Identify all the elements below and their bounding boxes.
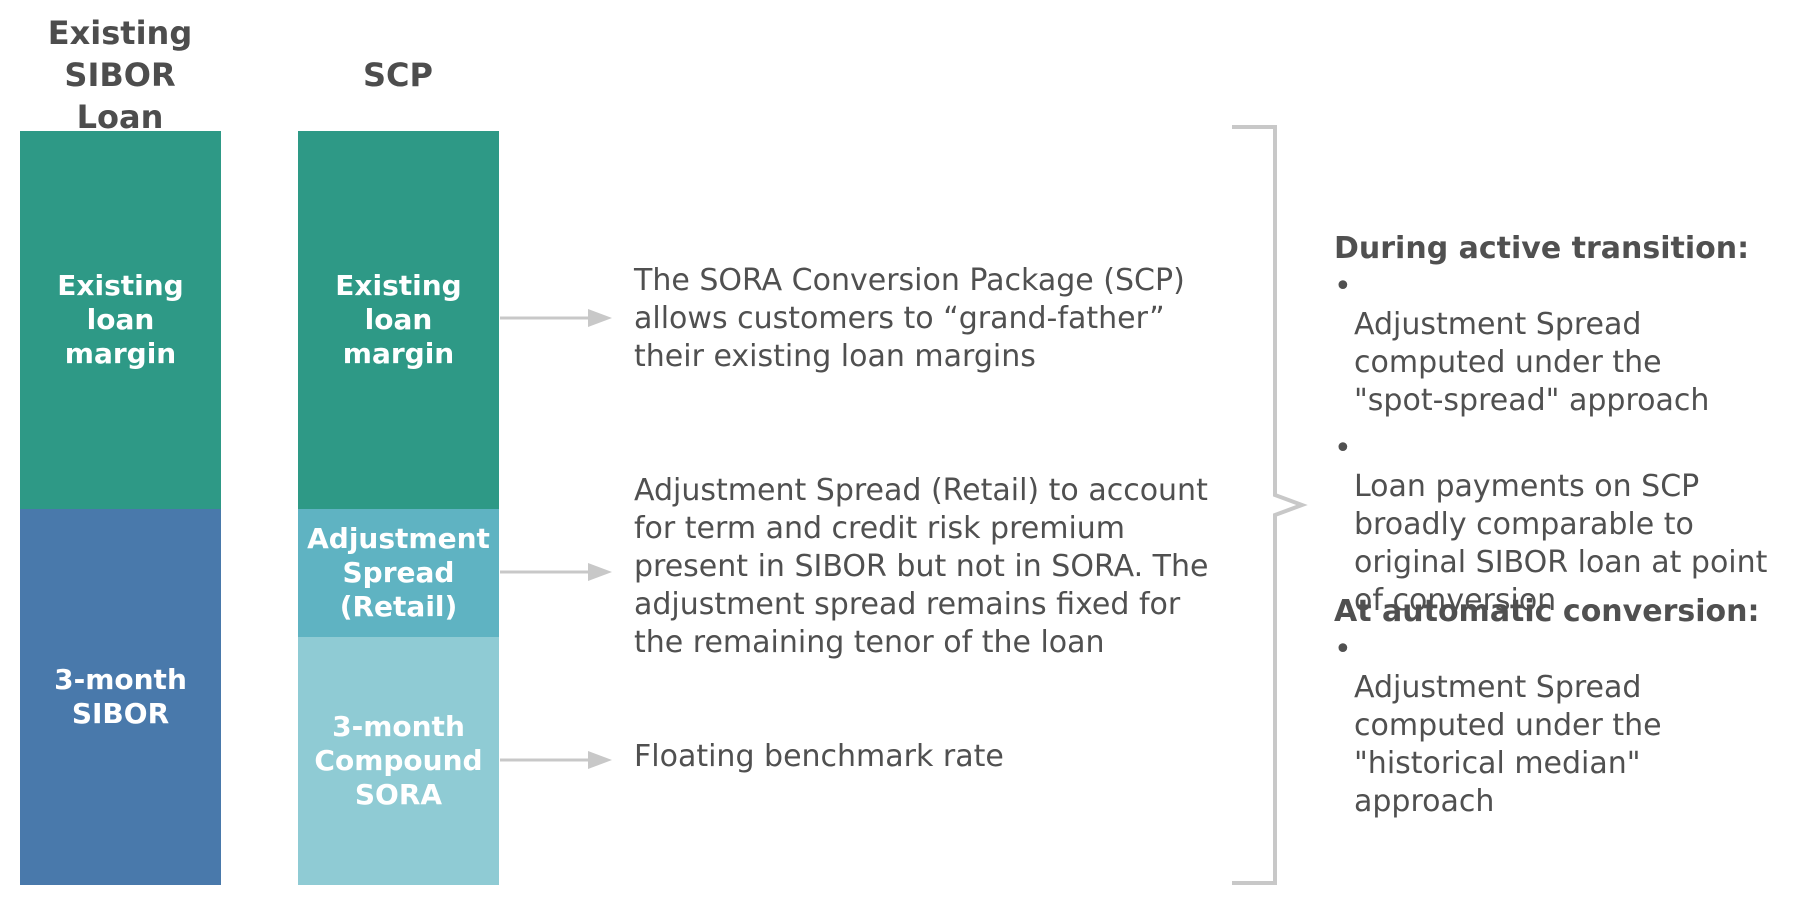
bullet-icon: • [1334,431,1352,466]
adjustment-spread-description: Adjustment Spread (Retail) to account fo… [634,473,1209,660]
scp-existing-loan-margin-block: Existing loan margin [298,131,499,509]
automatic-conversion-list: •Adjustment Spread computed under the "h… [1334,631,1784,821]
list-item-text: Adjustment Spread computed under the "hi… [1354,670,1662,819]
existing-loan-margin-block: Existing loan margin [20,131,221,509]
adjustment-arrow-head [588,563,612,581]
list-item-text: Adjustment Spread computed under the "sp… [1354,307,1710,418]
sibor-block: 3-month SIBOR [20,509,221,885]
active-transition-heading: During active transition: [1334,231,1750,266]
sora-arrow-head [588,751,612,769]
active-transition-list: •Adjustment Spread computed under the "s… [1334,268,1784,620]
list-item-text: Loan payments on SCP broadly comparable … [1354,469,1768,618]
floating-benchmark-description: Floating benchmark rate [634,739,1004,774]
bracket [1232,125,1308,885]
automatic-conversion-heading: At automatic conversion: [1334,594,1760,629]
bullet-icon: • [1334,632,1352,667]
bullet-icon: • [1334,269,1352,304]
scp-title: SCP [363,56,433,94]
automatic-conversion-notes: At automatic conversion: •Adjustment Spr… [1334,593,1784,831]
compound-sora-block: 3-month Compound SORA [298,637,499,885]
list-item: •Adjustment Spread computed under the "s… [1334,268,1784,420]
active-transition-notes: During active transition: •Adjustment Sp… [1334,230,1784,630]
list-item: •Adjustment Spread computed under the "h… [1334,631,1784,821]
margin-arrow-head [588,309,612,327]
adjustment-spread-block: Adjustment Spread (Retail) [298,509,499,637]
list-item: •Loan payments on SCP broadly comparable… [1334,430,1784,620]
scp-margin-description: The SORA Conversion Package (SCP) allows… [634,263,1185,374]
existing-sibor-loan-title: Existing SIBOR Loan [47,14,193,136]
